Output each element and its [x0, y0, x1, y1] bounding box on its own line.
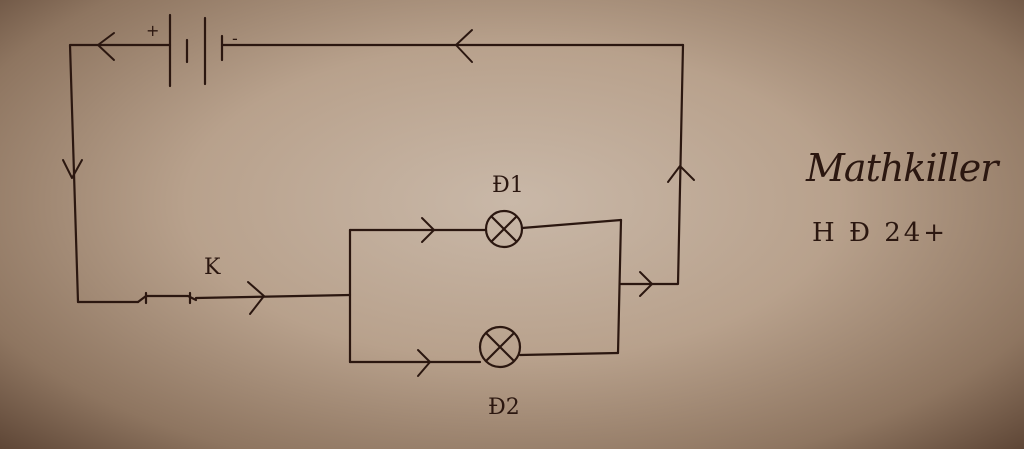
wire-left	[68, 43, 172, 304]
lamp-d2-label: Đ2	[488, 395, 520, 420]
battery-symbol: + -	[146, 13, 238, 88]
arrow-top-left	[455, 29, 473, 63]
arrow-branch-top	[421, 217, 435, 243]
wire-right	[619, 43, 685, 286]
wire-switch-to-junction	[194, 293, 352, 300]
arrow-top-battery	[97, 32, 115, 61]
switch-k: K	[136, 255, 221, 305]
battery-negative-sign: -	[232, 29, 238, 48]
arrow-bottom-right	[247, 281, 265, 315]
branch-bottom-wire	[348, 351, 620, 364]
switch-label: K	[204, 255, 221, 280]
annotation-code: H Đ 24+	[812, 218, 949, 248]
battery-positive-sign: +	[146, 21, 159, 40]
lamp-d1: Đ1	[484, 173, 524, 249]
author-signature: Mathkiller	[806, 146, 998, 190]
arrow-branch-bottom	[417, 349, 431, 377]
arrow-left-down	[62, 159, 83, 179]
junction-right	[616, 218, 623, 355]
lamp-d1-label: Đ1	[492, 173, 524, 198]
arrow-right-up	[667, 165, 695, 183]
arrow-junction-right	[639, 271, 653, 297]
lamp-d2: Đ2	[478, 325, 522, 420]
branch-top-wire	[348, 218, 623, 232]
